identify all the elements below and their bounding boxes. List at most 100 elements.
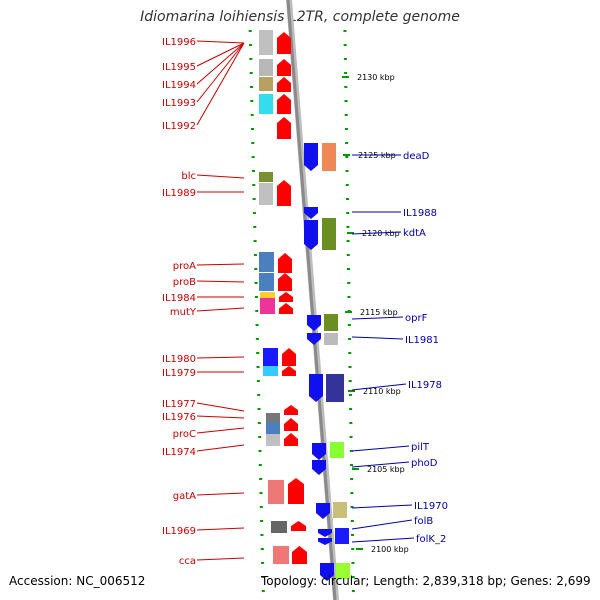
right-tick-dot	[349, 422, 353, 424]
left-gene-label: IL1977	[162, 399, 196, 410]
left-tick-dot	[253, 254, 257, 256]
left-gene-label: IL1976	[162, 412, 196, 423]
feature-block	[259, 183, 273, 205]
feature-block	[259, 77, 273, 91]
backbone-line	[286, 0, 337, 600]
right-tick-dot	[347, 296, 351, 298]
right-tick-dot	[349, 450, 353, 452]
left-tick-dot	[254, 268, 258, 270]
left-gene-label: IL1993	[162, 98, 196, 109]
gene-arrow	[318, 538, 332, 545]
right-leader-line	[351, 504, 413, 509]
left-tick-dot	[256, 366, 260, 368]
right-gene-label: deaD	[403, 151, 430, 162]
gene-arrow	[307, 333, 321, 345]
feature-block	[322, 218, 336, 250]
left-tick-dot	[260, 534, 264, 536]
left-gene-label: IL1979	[162, 368, 196, 379]
left-gene-label: IL1994	[162, 80, 196, 91]
right-tick-dot	[346, 212, 350, 214]
left-tick-dot	[259, 506, 263, 508]
left-leader-line	[196, 356, 245, 359]
right-tick-dot	[345, 184, 349, 186]
left-tick-dot	[254, 282, 258, 284]
scale-label: 2130 kbp	[357, 73, 395, 82]
gene-arrow	[284, 433, 298, 446]
topology-text: Topology: circular; Length: 2,839,318 bp…	[261, 574, 591, 588]
scale-label: 2100 kbp	[371, 545, 409, 554]
right-tick-dot	[347, 282, 351, 284]
feature-block	[322, 143, 336, 171]
map-title: Idiomarina loihiensis L2TR, complete gen…	[140, 9, 460, 25]
label-layer: IL1996IL1995IL1994IL1993IL1992blcIL1989p…	[162, 37, 448, 567]
left-leader-line	[196, 492, 245, 496]
right-tick-dot	[346, 240, 350, 242]
left-leader-line	[196, 42, 245, 85]
right-tick-dot	[345, 156, 349, 158]
right-leader-line	[351, 316, 404, 320]
right-tick-dot	[349, 464, 353, 466]
right-tick-dot	[350, 506, 354, 508]
left-tick-dot	[252, 212, 256, 214]
right-tick-dot	[344, 72, 348, 74]
feature-block	[266, 422, 280, 434]
right-tick-dot	[347, 324, 351, 326]
left-leader-line	[196, 402, 245, 412]
feature-block	[259, 273, 274, 291]
left-leader-line	[196, 263, 245, 266]
right-tick-dot	[344, 86, 348, 88]
right-tick-dot	[349, 408, 353, 410]
left-tick-dot	[249, 44, 253, 46]
left-tick-dot	[248, 30, 252, 32]
left-gene-label: IL1969	[162, 526, 196, 537]
gene-arrow	[304, 220, 318, 250]
right-tick-dot	[351, 548, 355, 550]
right-tick-dot	[348, 352, 352, 354]
right-gene-label: pilT	[411, 442, 430, 453]
scale-tick	[352, 468, 359, 470]
gene-arrow	[278, 253, 292, 273]
scale-tick	[356, 548, 363, 550]
backbone-layer	[286, 0, 339, 600]
right-tick-dot	[345, 170, 349, 172]
feature-block	[259, 59, 273, 76]
right-tick-dot	[351, 576, 355, 578]
gene-arrow	[288, 478, 304, 504]
right-tick-dot	[344, 128, 348, 130]
feature-block	[333, 502, 347, 518]
left-tick-dot	[258, 450, 262, 452]
gene-arrow	[304, 143, 318, 171]
left-gene-label: proB	[173, 277, 196, 288]
left-gene-label: IL1974	[162, 447, 196, 458]
right-tick-dot	[350, 478, 354, 480]
left-tick-dot	[258, 436, 262, 438]
left-tick-dot	[255, 310, 259, 312]
gene-arrow	[282, 366, 296, 376]
left-tick-dot	[253, 240, 257, 242]
left-gene-label: mutY	[170, 307, 197, 318]
right-leader-line	[351, 537, 415, 543]
left-tick-dot	[250, 128, 254, 130]
gene-arrow	[284, 418, 298, 431]
left-tick-dot	[256, 352, 260, 354]
scale-tick	[347, 232, 354, 234]
right-tick-dot	[343, 30, 347, 32]
gene-arrow	[284, 405, 298, 415]
gene-arrow	[277, 77, 291, 92]
feature-block	[259, 94, 273, 114]
left-leader-line	[196, 527, 245, 531]
right-tick-dot	[345, 142, 349, 144]
left-tick-dot	[254, 296, 258, 298]
left-tick-dot	[251, 170, 255, 172]
left-leader-line	[196, 444, 245, 452]
right-leader-line	[351, 445, 410, 452]
feature-block	[263, 366, 278, 376]
gene-arrow	[279, 292, 293, 302]
left-tick-dot	[255, 324, 259, 326]
left-gene-label: IL1995	[162, 62, 196, 73]
right-tick-dot	[345, 198, 349, 200]
scale-tick	[342, 76, 349, 78]
right-tick-dot	[348, 394, 352, 396]
left-tick-dot	[250, 100, 254, 102]
left-tick-dot	[260, 520, 264, 522]
